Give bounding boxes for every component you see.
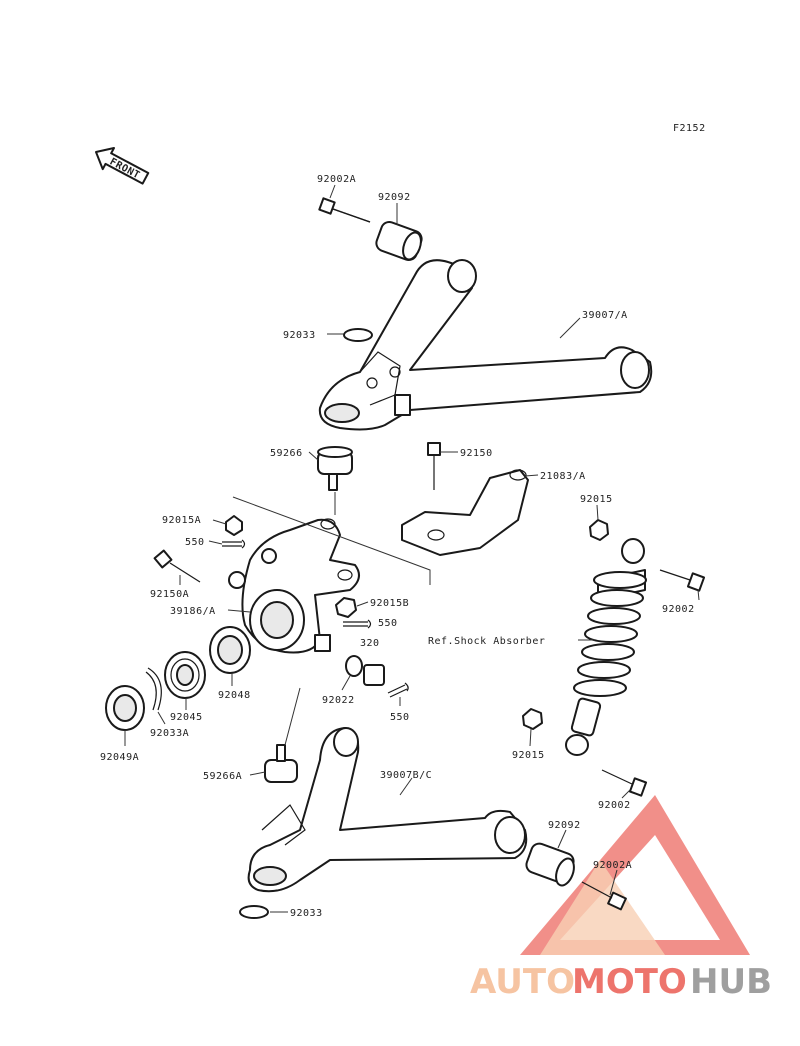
figure-code: F2152 [673,123,706,134]
upper-a-arm [318,259,653,431]
watermark-logo [520,795,750,955]
nut-92015-right [589,519,609,541]
washer-92022 [345,655,363,677]
bolt-92150A [153,549,201,583]
ball-joint-59266A [264,744,298,783]
bearing-92048 [209,626,251,674]
label-92002A-low: 92002A [593,860,632,871]
label-92033-bottom: 92033 [290,908,323,919]
label-39186A: 39186/A [170,606,216,617]
label-59266: 59266 [270,448,303,459]
leader-lines [124,184,700,913]
label-92033A: 92033A [150,728,189,739]
svg-text:MOTO: MOTO [572,962,687,1002]
circlip-92033-bottom [239,905,269,919]
label-92033-top: 92033 [283,330,316,341]
label-92002-right: 92002 [662,604,695,615]
bolt-92150 [427,442,441,490]
label-92015-low: 92015 [512,750,545,761]
castle-nut-320 [363,664,385,686]
label-92150: 92150 [460,448,493,459]
front-arrow-icon: FRONT [95,146,150,185]
svg-text:AUTO: AUTO [470,962,575,1002]
label-92002A-top: 92002A [317,174,356,185]
circlip-92033A [145,667,162,711]
label-92150A: 92150A [150,589,189,600]
label-92015B: 92015B [370,598,409,609]
bolt-92002-low [601,769,648,797]
label-92015A: 92015A [162,515,201,526]
bushing-92092-top [375,220,423,262]
part-labels: 92002A 92092 39007/A 92033 59266 92150 2… [100,174,695,919]
circlip-92033-top [343,328,373,342]
ball-joint-59266 [317,446,353,491]
cotter-pin-550-mid [343,619,372,629]
label-92002-low: 92002 [598,800,631,811]
label-92045: 92045 [170,712,203,723]
steering-knuckle [228,518,360,654]
label-92022: 92022 [322,695,355,706]
label-39007A: 39007/A [582,310,628,321]
label-21083A: 21083/A [540,471,586,482]
watermark-text: AUTO MOTO HUB [470,962,772,1002]
label-92049A: 92049A [100,752,139,763]
bearing-92049A [105,685,145,731]
bolt-92002-right [659,569,706,592]
bearing-92045 [164,651,206,699]
label-59266A: 59266A [203,771,242,782]
label-550-mid: 550 [378,618,398,629]
cotter-pin-550-left [222,539,246,549]
bolt-92002A-low [581,881,627,911]
bolt-92002A-top [318,197,371,223]
nut-92015A [225,515,243,536]
cotter-pin-550-low [387,682,409,698]
bushing-92092-low [525,842,575,887]
label-320: 320 [360,638,380,649]
label-550-low: 550 [390,712,410,723]
label-92048: 92048 [218,690,251,701]
label-92015-right: 92015 [580,494,613,505]
label-92092-low: 92092 [548,820,581,831]
svg-text:HUB: HUB [690,962,772,1002]
bracket-21083A [401,469,529,556]
nut-92015B [335,597,357,618]
label-92092-top: 92092 [378,192,411,203]
label-550-left: 550 [185,537,205,548]
nut-92015-low [522,708,543,730]
label-39007BC: 39007B/C [380,770,432,781]
shock-absorber [565,538,647,756]
lower-a-arm [247,727,528,893]
label-ref-shock-absorber: Ref.Shock Absorber [428,636,545,647]
